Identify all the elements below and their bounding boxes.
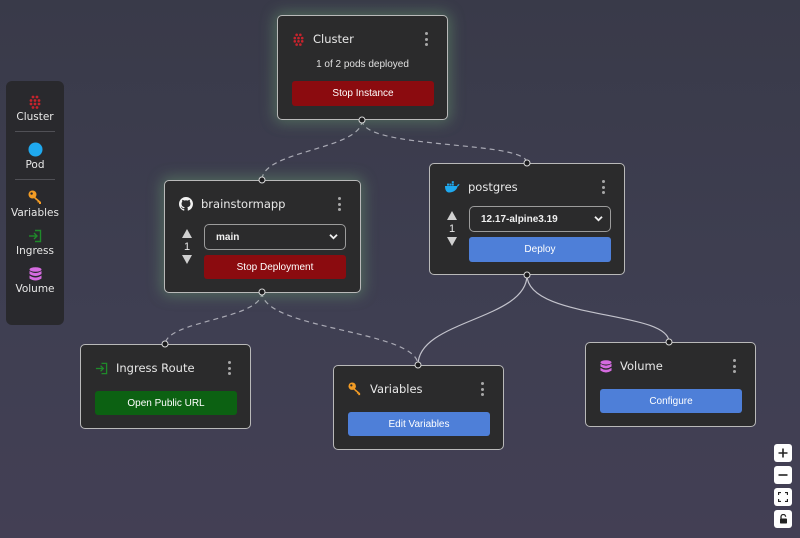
deploy-button[interactable]: Deploy (469, 237, 611, 262)
open-public-url-button[interactable]: Open Public URL (95, 391, 237, 415)
sign-in-icon (95, 362, 108, 374)
increment-replicas-button[interactable] (182, 229, 192, 238)
sign-in-icon (29, 229, 42, 243)
node-header: postgres (444, 178, 614, 196)
palette-divider (15, 131, 55, 132)
fit-view-icon (778, 492, 788, 502)
node-menu-icon[interactable] (479, 382, 485, 396)
node-menu-icon[interactable] (226, 361, 232, 375)
edge-postgres-volume[interactable] (526, 274, 670, 343)
node-title: brainstormapp (201, 197, 286, 211)
edge-brainstormapp-ingress[interactable] (164, 291, 263, 346)
node-variables[interactable]: Variables Edit Variables (333, 365, 504, 450)
handle-postgres-source[interactable] (523, 271, 531, 279)
unlock-icon (779, 514, 787, 524)
handle-volume-target[interactable] (665, 338, 673, 346)
node-header: brainstormapp (179, 195, 350, 213)
palette-item-ingress[interactable]: Ingress (6, 229, 64, 257)
node-title: Volume (620, 359, 663, 373)
pods-status: 1 of 2 pods deployed (316, 59, 409, 70)
replica-stepper: 1 (180, 229, 194, 264)
node-menu-icon[interactable] (731, 359, 737, 373)
palette-label: Volume (15, 283, 55, 295)
handle-variables-target[interactable] (414, 361, 422, 369)
node-volume[interactable]: Volume Configure (585, 342, 756, 427)
branch-select[interactable]: main (204, 224, 346, 250)
edge-postgres-variables[interactable] (417, 274, 528, 366)
palette-item-variables[interactable]: Variables (6, 190, 64, 219)
node-palette: Cluster Pod Variables Ingress V (6, 81, 64, 325)
node-menu-icon[interactable] (600, 180, 606, 194)
palette-label: Ingress (16, 245, 54, 257)
handle-brainstormapp-target[interactable] (258, 176, 266, 184)
database-icon (29, 267, 41, 281)
handle-brainstormapp-source[interactable] (258, 288, 266, 296)
node-header: Volume (600, 357, 745, 375)
edit-variables-button[interactable]: Edit Variables (348, 412, 490, 436)
replica-count: 1 (183, 241, 191, 253)
minus-icon (778, 474, 788, 476)
palette-item-volume[interactable]: Volume (6, 267, 64, 295)
node-menu-icon[interactable] (336, 197, 342, 211)
docker-icon (445, 181, 460, 193)
increment-replicas-button[interactable] (447, 211, 457, 220)
palette-label: Cluster (16, 111, 54, 123)
node-title: Variables (370, 382, 423, 396)
lock-button[interactable] (774, 510, 792, 528)
node-title: Ingress Route (116, 361, 195, 375)
node-header: Variables (348, 380, 493, 398)
version-select-value: 12.17-alpine3.19 (481, 213, 558, 225)
stop-instance-button[interactable]: Stop Instance (292, 81, 434, 106)
github-icon (179, 197, 193, 211)
key-icon (348, 382, 361, 396)
palette-item-pod[interactable]: Pod (6, 142, 64, 171)
node-header: Cluster (292, 30, 437, 48)
fit-view-button[interactable] (774, 488, 792, 506)
database-icon (600, 359, 612, 372)
cluster-dots-icon (29, 95, 41, 109)
stop-deployment-button[interactable]: Stop Deployment (204, 255, 346, 279)
zoom-out-button[interactable] (774, 466, 792, 484)
edge-cluster-postgres[interactable] (361, 119, 528, 164)
handle-cluster-source[interactable] (358, 116, 366, 124)
edge-cluster-brainstormapp[interactable] (261, 119, 363, 181)
palette-label: Variables (11, 207, 59, 219)
pod-circle-icon (28, 142, 42, 157)
palette-item-cluster[interactable]: Cluster (6, 95, 64, 123)
palette-divider (15, 179, 55, 180)
node-brainstormapp[interactable]: brainstormapp 1 main Stop Deployment (164, 180, 361, 293)
plus-icon (778, 448, 788, 458)
decrement-replicas-button[interactable] (182, 255, 192, 264)
handle-ingress-target[interactable] (161, 340, 169, 348)
chevron-down-icon (594, 216, 603, 222)
edge-brainstormapp-variables[interactable] (261, 291, 419, 366)
node-title: postgres (468, 180, 518, 194)
chevron-down-icon (329, 234, 338, 240)
replica-count: 1 (448, 223, 456, 235)
key-icon (28, 190, 41, 204)
cluster-dots-icon (293, 33, 304, 46)
configure-button[interactable]: Configure (600, 389, 742, 413)
node-title: Cluster (313, 32, 354, 46)
node-ingress-route[interactable]: Ingress Route Open Public URL (80, 344, 251, 429)
node-header: Ingress Route (95, 359, 240, 377)
replica-stepper: 1 (445, 211, 459, 246)
node-cluster[interactable]: Cluster 1 of 2 pods deployed Stop Instan… (277, 15, 448, 120)
zoom-in-button[interactable] (774, 444, 792, 462)
node-menu-icon[interactable] (423, 32, 429, 46)
canvas-controls (774, 444, 792, 528)
handle-postgres-target[interactable] (523, 159, 531, 167)
node-postgres[interactable]: postgres 1 12.17-alpine3.19 Deploy (429, 163, 625, 275)
version-select[interactable]: 12.17-alpine3.19 (469, 206, 611, 232)
palette-label: Pod (25, 159, 45, 171)
decrement-replicas-button[interactable] (447, 237, 457, 246)
branch-select-value: main (216, 231, 240, 243)
